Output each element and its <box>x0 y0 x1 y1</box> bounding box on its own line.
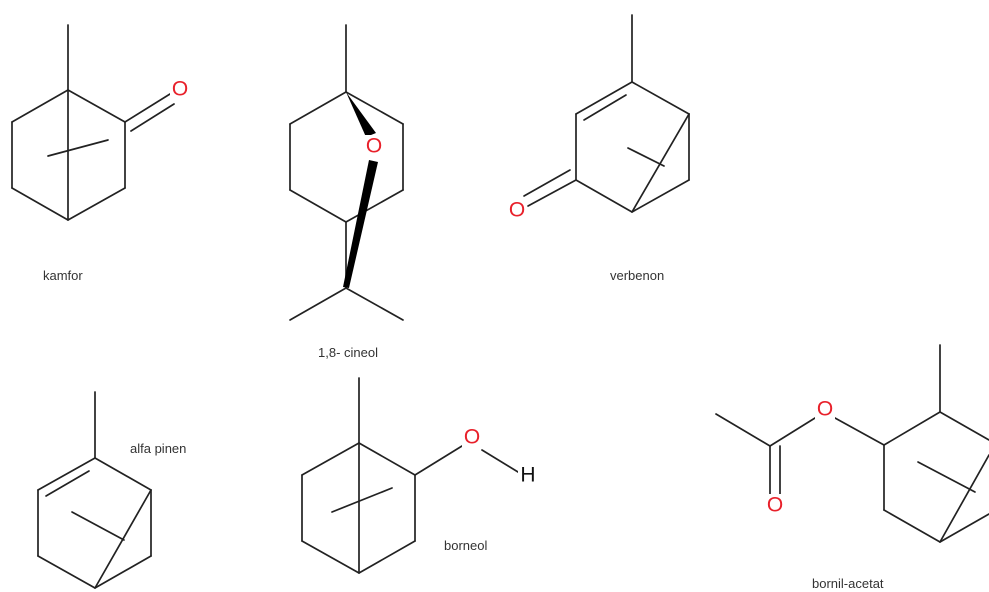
cineol-oxygen-atom: O <box>366 135 382 158</box>
kamfor-bonds <box>11 24 175 221</box>
cineol-wedge-bond-lower <box>343 160 378 288</box>
alfa-pinen-bonds <box>37 391 152 589</box>
cineol-bonds <box>289 24 404 321</box>
kamfor-name-label: kamfor <box>43 268 83 283</box>
molecule-kamfor: O <box>11 24 190 221</box>
cineol-name-label: 1,8- cineol <box>318 345 378 360</box>
molecule-cineol: O <box>289 24 404 321</box>
verbenon-name-label: verbenon <box>610 268 665 283</box>
molecule-verbenon: O <box>507 14 690 222</box>
molecule-bornil-acetat: O O <box>715 344 989 543</box>
kamfor-oxygen-atom: O <box>172 78 188 101</box>
molecule-borneol: O H <box>301 377 538 574</box>
alfa-pinen-name-label: alfa pinen <box>130 441 187 456</box>
bornil-acetat-bonds <box>715 344 989 543</box>
cineol-wedge-bond-upper <box>346 92 376 137</box>
borneol-oxygen-atom: O <box>464 426 480 449</box>
bornil-acetat-carbonyl-oxygen-atom: O <box>767 494 783 517</box>
bornil-acetat-ester-oxygen-atom: O <box>817 398 833 421</box>
verbenon-bonds <box>523 14 690 213</box>
bornil-acetat-name-label: bornil-acetat <box>812 576 884 591</box>
borneol-name-label: borneol <box>444 538 488 553</box>
borneol-bonds <box>301 377 519 574</box>
verbenon-oxygen-atom: O <box>509 199 525 222</box>
molecule-alfa-pinen <box>37 391 152 589</box>
borneol-hydrogen-atom: H <box>520 464 535 487</box>
